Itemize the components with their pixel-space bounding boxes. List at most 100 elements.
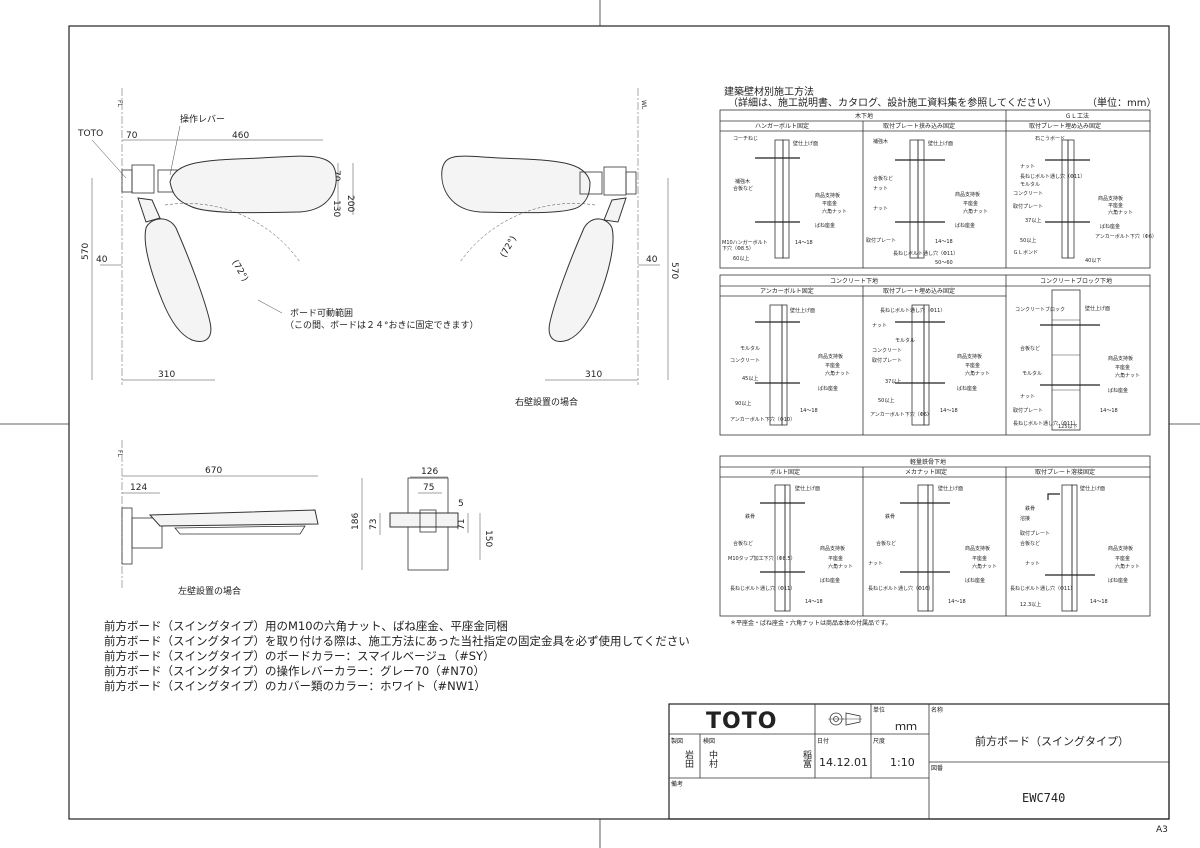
note-1: 前方ボード（スイングタイプ）用のM10の六角ナット、ばね座金、平座金同梱 xyxy=(104,619,508,633)
svg-text:長ねじボルト通し穴（Φ11）: 長ねじボルト通し穴（Φ11） xyxy=(880,307,945,314)
svg-text:石こうボード: 石こうボード xyxy=(1035,135,1065,142)
svg-text:平座金: 平座金 xyxy=(828,555,843,562)
svg-text:長ねじボルト通し穴（Φ11）: 長ねじボルト通し穴（Φ11） xyxy=(730,585,795,592)
svg-text:取付プレート: 取付プレート xyxy=(1013,203,1043,210)
svg-text:60以上: 60以上 xyxy=(733,255,749,262)
svg-text:12.3以上: 12.3以上 xyxy=(1020,601,1041,608)
svg-text:平座金: 平座金 xyxy=(825,362,840,369)
svg-text:長ねじボルト通し穴（Φ11）: 長ねじボルト通し穴（Φ11） xyxy=(1020,173,1085,180)
svg-text:日付: 日付 xyxy=(817,737,829,745)
svg-text:六角ナット: 六角ナット xyxy=(825,370,850,377)
svg-text:壁仕上げ面: 壁仕上げ面 xyxy=(928,140,953,147)
svg-text:ばね座金: ばね座金 xyxy=(815,222,835,229)
svg-text:平座金: 平座金 xyxy=(1115,364,1130,371)
toto-label: TOTO xyxy=(77,129,103,139)
svg-text:アンカーボルト下穴（Φ10）: アンカーボルト下穴（Φ10） xyxy=(730,416,795,423)
svg-text:壁仕上げ面: 壁仕上げ面 xyxy=(790,307,815,314)
range-note: （この間、ボードは２４°おきに固定できます） xyxy=(285,319,479,331)
svg-text:WL: WL xyxy=(640,100,647,110)
svg-text:補強木: 補強木 xyxy=(873,138,888,145)
svg-text:14.12.01: 14.12.01 xyxy=(819,756,868,769)
notes: 前方ボード（スイングタイプ）用のM10の六角ナット、ばね座金、平座金同梱 前方ボ… xyxy=(104,619,690,693)
svg-text:50〜60: 50〜60 xyxy=(935,260,953,266)
svg-text:六角ナット: 六角ナット xyxy=(828,563,853,570)
svg-text:ナット: ナット xyxy=(868,561,883,567)
svg-text:14〜18: 14〜18 xyxy=(935,239,953,245)
svg-text:570: 570 xyxy=(81,243,91,260)
svg-text:90以上: 90以上 xyxy=(735,400,751,407)
svg-text:単位: 単位 xyxy=(873,706,885,714)
svg-text:平座金: 平座金 xyxy=(963,200,978,207)
svg-text:5: 5 xyxy=(458,499,464,509)
svg-text:125以下: 125以下 xyxy=(1058,424,1078,430)
svg-text:40: 40 xyxy=(646,255,658,265)
svg-text:50以上: 50以上 xyxy=(878,397,894,404)
board-right-swung xyxy=(548,218,614,342)
board-right-closed xyxy=(441,155,591,214)
svg-text:溶接: 溶接 xyxy=(1020,515,1030,522)
svg-text:中村: 中村 xyxy=(707,749,718,768)
svg-text:壁仕上げ面: 壁仕上げ面 xyxy=(1085,305,1110,312)
svg-text:合板など: 合板など xyxy=(733,540,753,547)
svg-text:製図: 製図 xyxy=(671,737,683,745)
svg-text:商品支持板: 商品支持板 xyxy=(965,545,990,552)
svg-text:商品支持板: 商品支持板 xyxy=(815,192,840,199)
detail-sketches: コーチねじ 壁仕上げ面 補強木 合板など 商品支持板 平座金 六角ナット ばね座… xyxy=(722,135,1157,612)
svg-text:合板など: 合板など xyxy=(873,175,893,182)
svg-text:鉄骨: 鉄骨 xyxy=(885,513,895,520)
title-block: TOTO 単位 ｍｍ 名称 前方ボード（スイングタイプ） 製図 岩田 検図 中村… xyxy=(668,703,1170,835)
svg-text:岩田: 岩田 xyxy=(683,749,694,769)
svg-text:M10ハンガーボルト: M10ハンガーボルト xyxy=(722,239,768,246)
svg-text:ばね座金: ばね座金 xyxy=(820,577,840,584)
svg-text:壁仕上げ面: 壁仕上げ面 xyxy=(938,485,963,492)
svg-text:平座金: 平座金 xyxy=(1108,202,1123,209)
svg-text:71: 71 xyxy=(457,519,467,530)
installation-methods: 建築壁材別施工方法 （詳細は、施工説明書、カタログ、設計施工資料集を参照してくだ… xyxy=(719,85,1156,627)
svg-text:商品支持板: 商品支持板 xyxy=(955,191,980,198)
top-view-right: WL (72°) 570 40 310 右壁設置の場合 xyxy=(441,88,679,408)
svg-text:商品支持板: 商品支持板 xyxy=(820,545,845,552)
svg-text:商品支持板: 商品支持板 xyxy=(1108,355,1133,362)
svg-text:木下地: 木下地 xyxy=(855,112,873,120)
svg-text:名称: 名称 xyxy=(931,706,943,714)
svg-text:商品支持板: 商品支持板 xyxy=(957,353,982,360)
sheet-size: A3 xyxy=(1156,825,1168,835)
svg-text:コンクリート: コンクリート xyxy=(730,358,760,364)
svg-text:モルタル: モルタル xyxy=(1020,181,1040,188)
svg-text:メカナット固定: メカナット固定 xyxy=(905,468,947,476)
svg-text:37以上: 37以上 xyxy=(885,378,901,385)
svg-text:150: 150 xyxy=(483,530,493,547)
svg-text:ナット: ナット xyxy=(873,186,888,192)
svg-text:取付プレート埋め込み固定: 取付プレート埋め込み固定 xyxy=(883,287,955,295)
product-name: 前方ボード（スイングタイプ） xyxy=(975,734,1129,748)
drawing-number: EWC740 xyxy=(1022,791,1065,805)
svg-text:コンクリート: コンクリート xyxy=(872,348,902,354)
methods-footnote: ＊平座金・ばね座金・六角ナットは商品本体の付属品です。 xyxy=(730,619,891,627)
svg-text:取付プレート溶接固定: 取付プレート溶接固定 xyxy=(1035,468,1095,476)
svg-text:補強木: 補強木 xyxy=(735,178,750,185)
svg-text:37以上: 37以上 xyxy=(1025,217,1041,224)
svg-text:取付プレート埋め込み固定: 取付プレート埋め込み固定 xyxy=(1029,122,1101,130)
svg-text:合板など: 合板など xyxy=(1020,345,1040,352)
svg-text:取付プレート: 取付プレート xyxy=(872,357,902,364)
lever-label: 操作レバー xyxy=(180,113,225,125)
front-view: 126 75 5 186 73 71 150 xyxy=(351,467,493,571)
svg-text:コンクリート下地: コンクリート下地 xyxy=(830,277,878,285)
svg-text:長ねじボルト通し穴（Φ11）: 長ねじボルト通し穴（Φ11） xyxy=(1010,585,1075,592)
svg-text:壁仕上げ面: 壁仕上げ面 xyxy=(1080,485,1105,492)
svg-text:186: 186 xyxy=(351,513,361,530)
svg-text:310: 310 xyxy=(585,370,602,380)
svg-text:鉄骨: 鉄骨 xyxy=(745,513,755,520)
svg-text:コンクリート: コンクリート xyxy=(1013,191,1043,197)
svg-text:1:10: 1:10 xyxy=(890,756,915,769)
svg-text:ボルト固定: ボルト固定 xyxy=(770,468,800,476)
svg-text:460: 460 xyxy=(232,131,249,141)
svg-text:(72°): (72°) xyxy=(499,235,519,260)
svg-text:壁仕上げ面: 壁仕上げ面 xyxy=(795,485,820,492)
svg-text:合板など: 合板など xyxy=(876,540,896,547)
svg-text:ＧＬボンド: ＧＬボンド xyxy=(1013,249,1038,256)
svg-text:取付プレート: 取付プレート xyxy=(1013,407,1043,414)
svg-text:稲富: 稲富 xyxy=(801,749,812,768)
svg-text:ハンガーボルト固定: ハンガーボルト固定 xyxy=(755,122,809,130)
svg-text:壁仕上げ面: 壁仕上げ面 xyxy=(793,140,818,147)
